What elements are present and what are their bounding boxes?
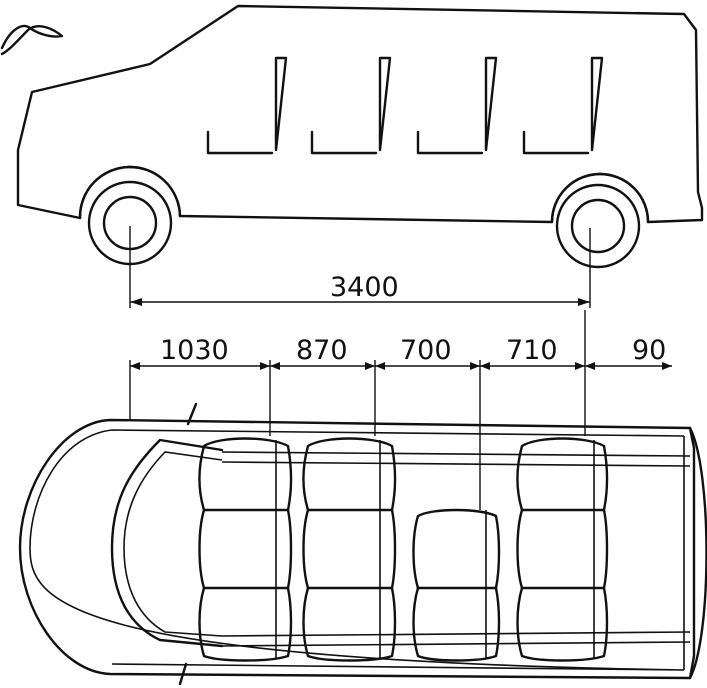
top-body-inner xyxy=(29,429,685,671)
side-seat-row-2 xyxy=(310,56,392,155)
segment-label-2: 870 xyxy=(296,335,348,366)
front-wheel-arch xyxy=(78,165,182,220)
top-body-outline xyxy=(18,418,696,680)
van-side-view xyxy=(0,4,704,269)
left-mirror xyxy=(186,402,198,426)
segment-label-3: 700 xyxy=(400,335,452,366)
side-seat-row-4 xyxy=(522,56,604,155)
segment-label-4: 710 xyxy=(506,335,558,366)
rear-wheel-tire xyxy=(555,183,641,269)
van-body-outline xyxy=(16,4,704,224)
rear-wheel-hub xyxy=(570,198,626,254)
windshield xyxy=(110,438,224,648)
segment-label-1: 1030 xyxy=(160,335,229,366)
right-mirror xyxy=(178,662,188,686)
rear-wheel-arch xyxy=(550,172,650,224)
top-seat-row-1 xyxy=(198,437,293,662)
top-seat-row-3 xyxy=(412,508,501,662)
antenna-loop xyxy=(0,24,64,56)
side-seat-row-1 xyxy=(206,56,288,155)
van-top-view xyxy=(18,402,707,686)
top-seat-row-2 xyxy=(302,437,397,662)
top-seat-row-4 xyxy=(516,437,609,662)
wheelbase-dimension: 3400 xyxy=(129,226,591,308)
wheelbase-label: 3400 xyxy=(330,272,399,303)
side-seat-row-3 xyxy=(416,56,498,155)
segment-dimensions: 1030 870 700 710 90 xyxy=(129,310,672,510)
rear-end xyxy=(688,426,707,680)
segment-label-5: 90 xyxy=(632,335,666,366)
